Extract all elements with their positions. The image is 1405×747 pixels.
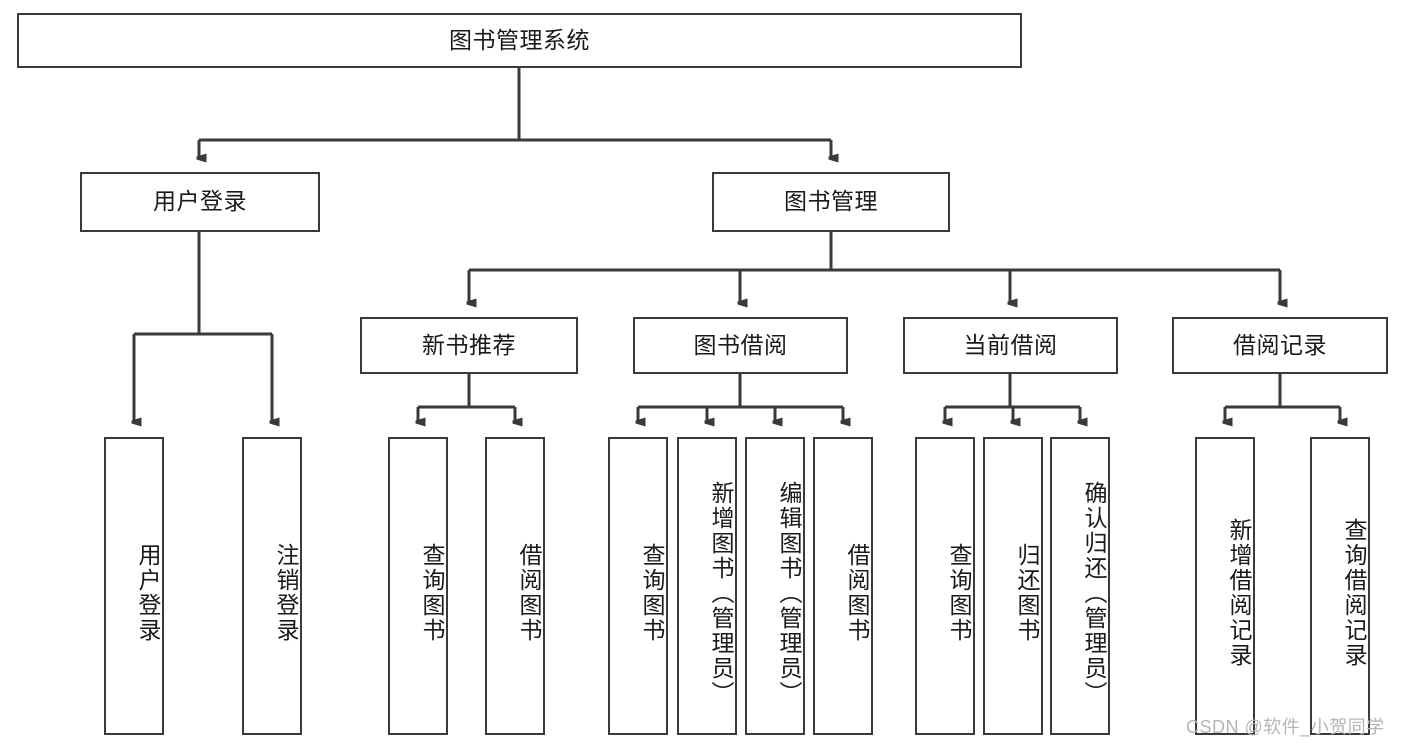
node-borrow-record[interactable]: 借阅记录	[1172, 317, 1388, 374]
node-leaf-edit-book-label: 编辑图书（管理员）	[776, 480, 802, 706]
node-leaf-query-book-2[interactable]: 查询图书	[608, 437, 668, 735]
node-leaf-query-book-3[interactable]: 查询图书	[915, 437, 975, 735]
node-current-borrow-label: 当前借阅	[963, 331, 1058, 358]
node-user-login[interactable]: 用户登录	[80, 172, 320, 232]
node-leaf-return-book[interactable]: 归还图书	[983, 437, 1043, 735]
node-leaf-edit-book[interactable]: 编辑图书（管理员）	[745, 437, 805, 735]
node-leaf-user-login[interactable]: 用户登录	[104, 437, 164, 735]
node-book-manage[interactable]: 图书管理	[712, 172, 950, 232]
node-book-borrow[interactable]: 图书借阅	[633, 317, 848, 374]
node-leaf-logout[interactable]: 注销登录	[242, 437, 302, 735]
node-leaf-add-record[interactable]: 新增借阅记录	[1195, 437, 1255, 735]
node-leaf-borrow-book-2-label: 借阅图书	[844, 543, 870, 643]
node-leaf-query-book-2-label: 查询图书	[639, 543, 665, 643]
node-leaf-query-record-label: 查询借阅记录	[1341, 518, 1367, 668]
node-leaf-borrow-book-2[interactable]: 借阅图书	[813, 437, 873, 735]
node-leaf-borrow-book-1[interactable]: 借阅图书	[485, 437, 545, 735]
node-leaf-return-book-label: 归还图书	[1014, 543, 1040, 643]
node-leaf-query-book-1-label: 查询图书	[419, 543, 445, 643]
node-leaf-logout-label: 注销登录	[273, 543, 299, 643]
node-leaf-query-book-3-label: 查询图书	[946, 543, 972, 643]
node-leaf-add-book-label: 新增图书（管理员）	[708, 480, 734, 706]
watermark-text: CSDN @软件_小贺同学	[1186, 717, 1385, 737]
node-new-book-recommend[interactable]: 新书推荐	[360, 317, 578, 374]
node-leaf-confirm-return-label: 确认归还（管理员）	[1081, 480, 1107, 706]
node-leaf-query-record[interactable]: 查询借阅记录	[1310, 437, 1370, 735]
node-root[interactable]: 图书管理系统	[17, 13, 1022, 68]
node-book-manage-label: 图书管理	[784, 188, 878, 215]
node-leaf-add-record-label: 新增借阅记录	[1226, 518, 1252, 668]
node-book-borrow-label: 图书借阅	[693, 331, 788, 358]
node-root-label: 图书管理系统	[449, 26, 590, 53]
node-user-login-label: 用户登录	[153, 188, 247, 215]
node-leaf-borrow-book-1-label: 借阅图书	[516, 543, 542, 643]
node-leaf-add-book[interactable]: 新增图书（管理员）	[677, 437, 737, 735]
node-new-book-recommend-label: 新书推荐	[422, 331, 516, 358]
node-leaf-query-book-1[interactable]: 查询图书	[388, 437, 448, 735]
node-leaf-confirm-return[interactable]: 确认归还（管理员）	[1050, 437, 1110, 735]
node-current-borrow[interactable]: 当前借阅	[903, 317, 1118, 374]
node-borrow-record-label: 借阅记录	[1233, 331, 1327, 358]
node-leaf-user-login-label: 用户登录	[135, 543, 161, 643]
